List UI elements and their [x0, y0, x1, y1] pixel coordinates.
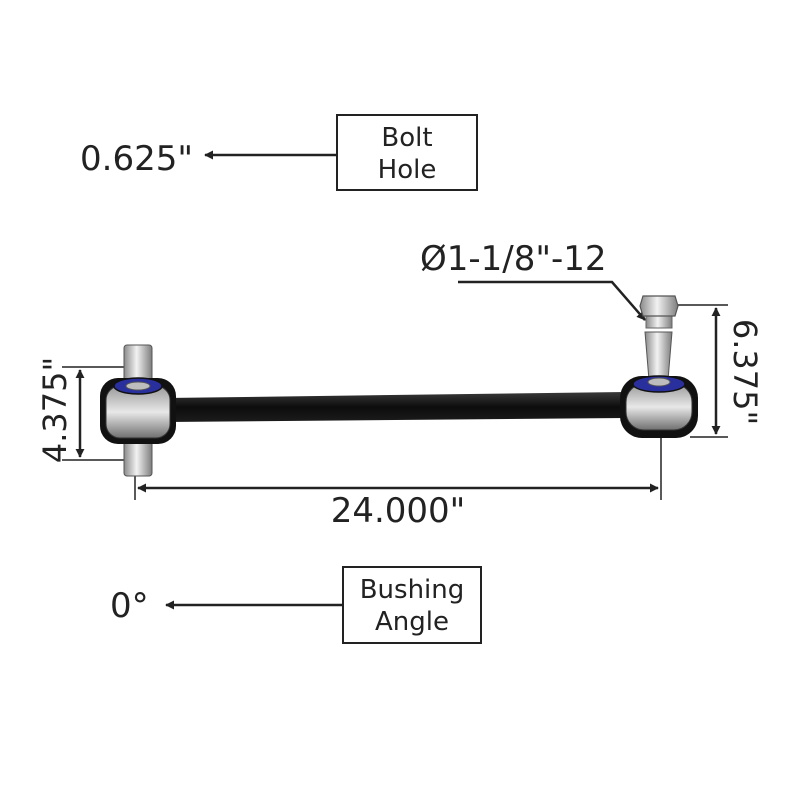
torque-rod-part: [100, 295, 698, 477]
left-height-label: 4.375": [36, 357, 74, 463]
right-height-label: 6.375": [726, 319, 764, 425]
bolt-hole-label-line2: Hole: [378, 155, 437, 185]
bolt-hole-value: 0.625": [80, 139, 193, 179]
bushing-angle-box: [342, 566, 482, 644]
bushing-angle-label-line1: Bushing: [360, 575, 465, 605]
length-label: 24.000": [331, 491, 466, 531]
left-pin-head: [125, 381, 151, 391]
thread-spec-label: Ø1-1/8"-12: [420, 239, 607, 279]
bushing-angle-value: 0°: [110, 586, 149, 626]
bolt-hole-label-line1: Bolt: [381, 123, 432, 153]
left-height-dimension: 4.375": [36, 357, 128, 463]
bolt-hole-callout: 0.625" Bolt Hole: [80, 114, 478, 191]
length-dimension: 24.000": [134, 432, 662, 531]
rod-arm: [150, 392, 640, 422]
bushing-angle-callout: 0° Bushing Angle: [110, 566, 482, 644]
thread-spec-leader: [458, 280, 646, 321]
right-stud-nut: [639, 295, 679, 317]
bolt-hole-box: [336, 114, 478, 191]
right-height-dimension: 6.375": [670, 304, 764, 438]
bushing-angle-label-line2: Angle: [375, 607, 449, 637]
right-stud-base: [647, 377, 671, 387]
left-pin-bottom: [123, 439, 153, 477]
right-stud: [644, 331, 673, 381]
thread-spec-callout: Ø1-1/8"-12: [420, 239, 646, 321]
